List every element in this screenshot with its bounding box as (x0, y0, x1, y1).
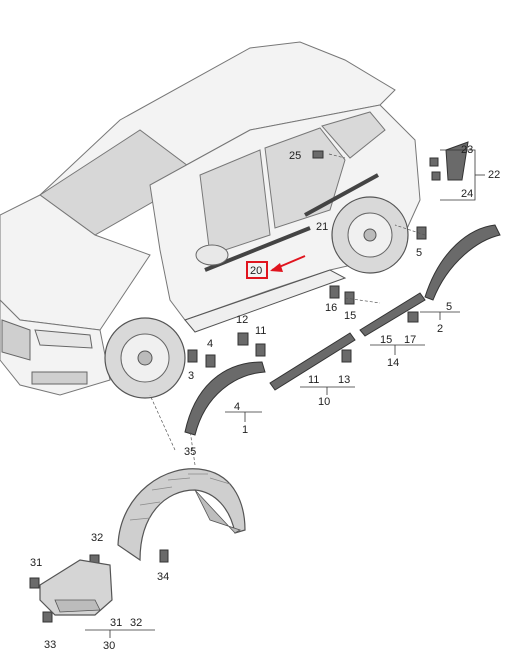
leader-lines (85, 149, 485, 638)
label-4a: 4 (207, 338, 213, 350)
underbody-panel (39, 559, 113, 616)
label-16: 16 (325, 302, 337, 314)
guide-lines (149, 153, 426, 466)
label-1: 1 (242, 424, 248, 436)
label-20: 20 (250, 265, 262, 277)
label-17: 17 (404, 334, 416, 346)
label-11b: 11 (308, 374, 319, 386)
label-11a: 11 (255, 325, 266, 337)
label-34: 34 (157, 571, 169, 583)
label-10: 10 (318, 396, 330, 408)
label-30: 30 (103, 640, 115, 652)
label-23: 23 (461, 144, 473, 156)
label-32b: 32 (130, 617, 142, 629)
car-illustration (0, 41, 421, 399)
label-12: 12 (236, 314, 248, 326)
highlight-callout (246, 255, 306, 279)
highlight-arrow-head (270, 263, 283, 272)
label-15b: 15 (380, 334, 392, 346)
label-5b: 5 (446, 301, 452, 313)
label-5a: 5 (416, 247, 422, 259)
label-14: 14 (387, 357, 399, 369)
label-24: 24 (461, 188, 473, 200)
part-labels: 25 23 22 24 21 5 20 16 15 5 2 12 11 15 1… (30, 144, 500, 652)
label-2: 2 (437, 323, 443, 335)
label-33: 33 (44, 639, 56, 651)
wheelhouse-liner (117, 468, 246, 562)
label-13: 13 (338, 374, 350, 386)
label-32a: 32 (91, 532, 103, 544)
label-25: 25 (289, 150, 301, 162)
label-22: 22 (488, 169, 500, 181)
label-31b: 31 (110, 617, 122, 629)
label-35: 35 (184, 446, 196, 458)
label-31a: 31 (30, 557, 42, 569)
small-parts (29, 141, 469, 623)
label-21: 21 (316, 221, 328, 233)
label-15a: 15 (344, 310, 356, 322)
trim-parts (184, 224, 501, 436)
label-4b: 4 (234, 401, 240, 413)
highlight-box (246, 261, 268, 279)
label-3: 3 (188, 370, 194, 382)
